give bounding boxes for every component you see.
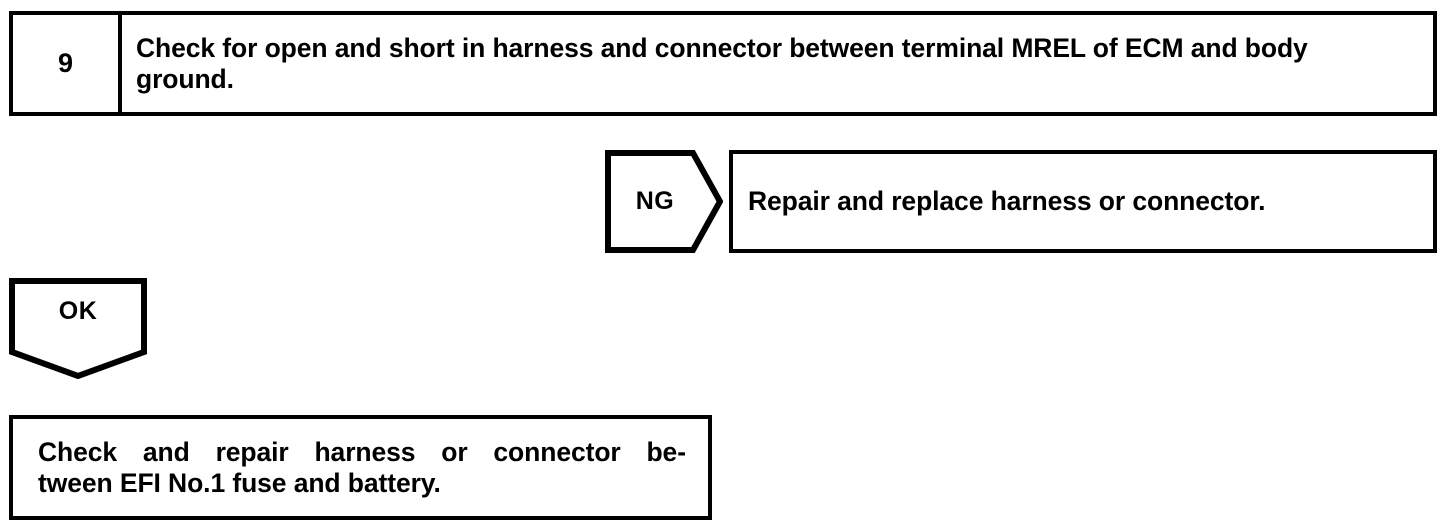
ok-branch-arrow bbox=[9, 278, 147, 379]
step-number: 9 bbox=[57, 48, 74, 78]
ok-branch-label: OK bbox=[58, 296, 98, 325]
ok-result-line-1: Check and repair harness or connector be… bbox=[38, 437, 686, 468]
step-instruction-cell: Check for open and short in harness and … bbox=[122, 15, 1433, 112]
step-instruction-text: Check for open and short in harness and … bbox=[136, 33, 1308, 94]
ok-result-word: Check bbox=[38, 436, 118, 467]
ng-result-text: Repair and replace harness or connector. bbox=[748, 186, 1266, 217]
ok-result-word: be- bbox=[646, 436, 686, 467]
ng-branch-label: NG bbox=[635, 187, 675, 215]
ng-result-box: Repair and replace harness or connector. bbox=[729, 150, 1437, 253]
ok-result-word: repair bbox=[215, 436, 289, 467]
ok-result-word: and bbox=[142, 436, 190, 467]
ok-result-word: or bbox=[441, 436, 468, 467]
step-row: 9 Check for open and short in harness an… bbox=[9, 11, 1437, 116]
ok-result-word: connector bbox=[493, 436, 621, 467]
step-number-cell: 9 bbox=[13, 15, 122, 112]
ok-result-box: Check and repair harness or connector be… bbox=[9, 415, 712, 520]
ok-result-word: harness bbox=[314, 436, 416, 467]
ng-branch-arrow bbox=[605, 150, 723, 253]
ok-result-line-2: tween EFI No.1 fuse and battery. bbox=[38, 467, 441, 498]
